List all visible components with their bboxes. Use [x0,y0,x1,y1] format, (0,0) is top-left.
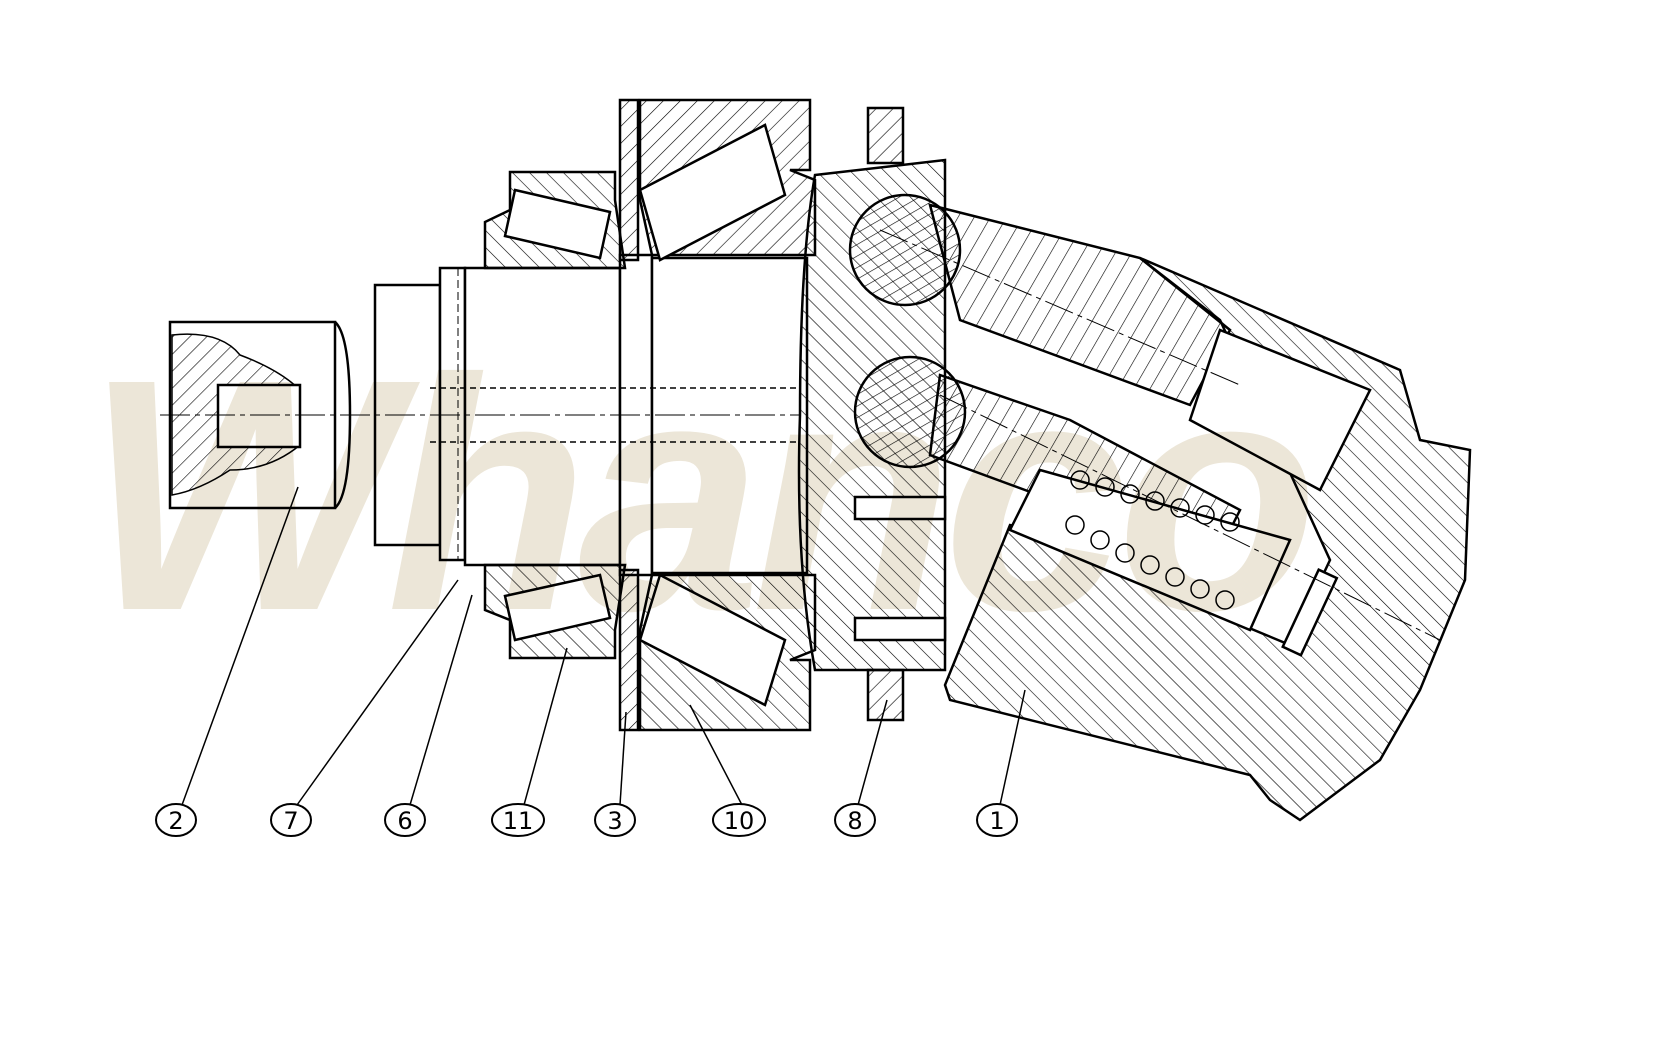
callout-circle [712,803,766,837]
callout-label: 1 [989,807,1004,835]
callout-label: 6 [397,807,412,835]
callout-label: 10 [724,807,755,835]
screw [853,495,947,521]
callout-3: 3 [594,803,636,837]
piston-upper [848,193,1232,407]
callout-10: 10 [712,803,766,837]
callout-circle [384,803,426,837]
screw [853,616,947,642]
callout-circle [491,803,545,837]
callout-circle [270,803,312,837]
callout-7: 7 [270,803,312,837]
part-3-plate [618,98,640,732]
callout-label: 8 [847,807,862,835]
callout-circle [155,803,197,837]
main-shaft [463,266,622,567]
callout-label: 2 [168,807,183,835]
callout-8: 8 [834,803,876,837]
part-7-ring [438,266,467,562]
part-10-bearing [638,98,817,732]
callout-circle [834,803,876,837]
callout-11: 11 [491,803,545,837]
part-1-cylinder-block [943,256,1472,822]
callout-label: 3 [607,807,622,835]
part-11-bearing [483,170,627,660]
callout-2: 2 [155,803,197,837]
callout-label: 11 [503,807,534,835]
callout-circle [594,803,636,837]
callout-1: 1 [976,803,1018,837]
callout-6: 6 [384,803,426,837]
callout-label: 7 [283,807,298,835]
part-8-plate [866,106,905,722]
callout-circle [976,803,1018,837]
